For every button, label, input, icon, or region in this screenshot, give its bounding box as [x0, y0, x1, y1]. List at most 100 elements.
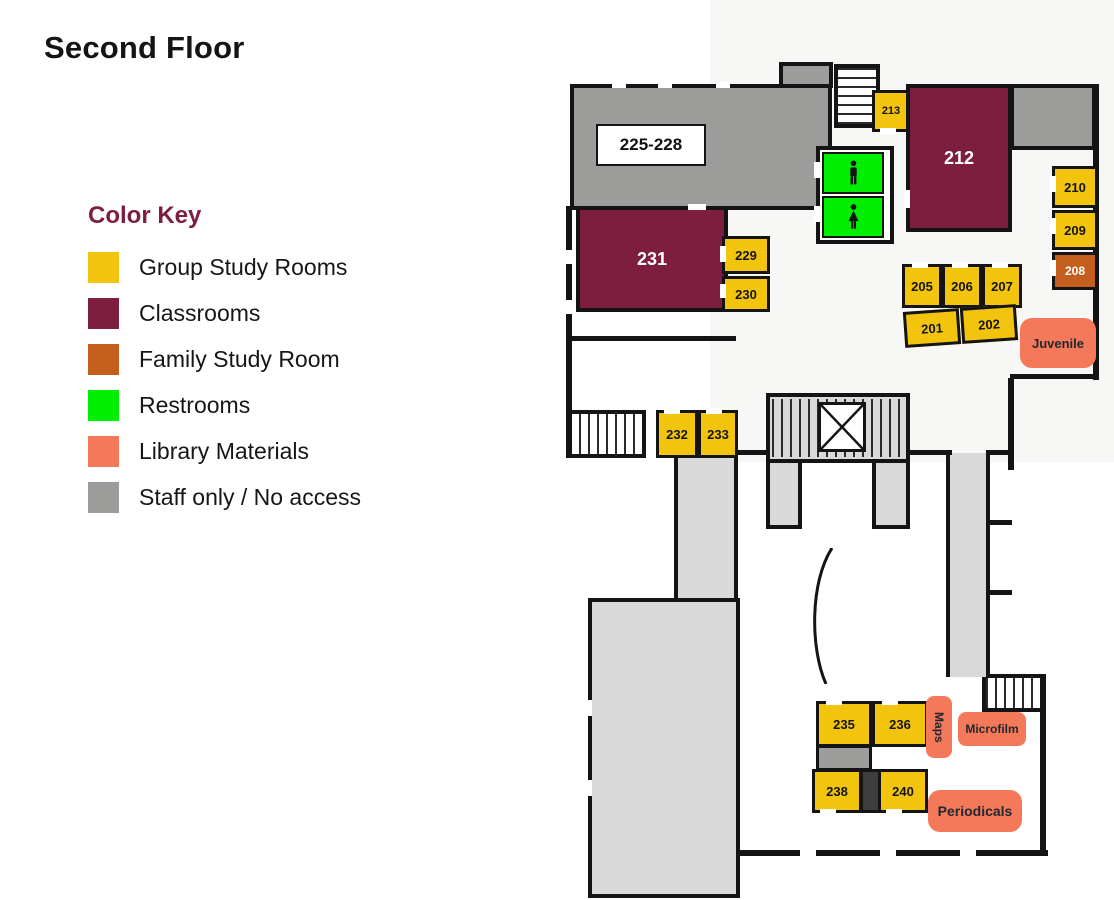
wall: [736, 450, 770, 455]
door: [886, 809, 902, 815]
restroom-women: [822, 196, 884, 238]
wall: [1008, 378, 1014, 470]
room-207: 207: [982, 264, 1022, 308]
room-212: 212: [906, 84, 1012, 232]
door: [882, 699, 898, 705]
door: [992, 262, 1008, 268]
door: [688, 204, 706, 210]
wall: [572, 336, 736, 341]
male-restroom-icon: [849, 160, 857, 185]
door: [706, 408, 722, 414]
door: [826, 699, 842, 705]
room-label-225-228: 225-228: [596, 124, 706, 166]
legend-swatch-library-materials: [88, 436, 119, 467]
room-205: 205: [902, 264, 942, 308]
room-232: 232: [656, 410, 698, 458]
door: [664, 408, 680, 414]
legend-label: Restrooms: [139, 392, 251, 418]
wall: [1010, 374, 1098, 379]
door: [814, 206, 820, 222]
window-gap: [566, 300, 572, 314]
room-236: 236: [872, 701, 928, 747]
stairs-west: [566, 410, 646, 458]
window-gap: [586, 780, 592, 796]
legend: Color Key Group Study Rooms Classrooms F…: [88, 202, 468, 528]
window-gap: [586, 700, 592, 716]
corridor-west: [674, 456, 738, 602]
door: [1050, 260, 1056, 276]
staff-area-north-bump: [779, 62, 833, 88]
room-202: 202: [959, 304, 1019, 344]
legend-item-restrooms: Restrooms: [88, 390, 468, 421]
door: [904, 190, 910, 208]
periodicals-label: Periodicals: [928, 790, 1022, 832]
window-gap: [612, 82, 626, 88]
door: [1050, 176, 1056, 192]
legend-label: Group Study Rooms: [139, 254, 348, 280]
legend-item-classrooms: Classrooms: [88, 298, 468, 329]
legend-label: Family Study Room: [139, 346, 340, 372]
room-229: 229: [722, 236, 770, 274]
door: [1050, 218, 1056, 234]
window-gap: [716, 82, 730, 88]
juvenile-label: Juvenile: [1020, 318, 1096, 368]
wall: [986, 590, 1012, 595]
room-230: 230: [722, 276, 770, 312]
legend-swatch-family-study: [88, 344, 119, 375]
staff-closet: [816, 745, 872, 771]
wall: [906, 450, 952, 455]
room-233: 233: [698, 410, 738, 458]
door: [880, 128, 896, 134]
window-gap: [960, 850, 976, 856]
room-210: 210: [1052, 166, 1098, 208]
wall: [986, 450, 1012, 455]
wall: [566, 206, 572, 458]
room-238: 238: [812, 769, 862, 813]
window-gap: [880, 850, 896, 856]
door: [720, 284, 726, 298]
corridor-east: [946, 453, 990, 677]
stairs-southeast: [982, 674, 1046, 712]
maps-label: Maps: [926, 696, 952, 758]
wall: [1040, 674, 1046, 856]
legend-swatch-restrooms: [88, 390, 119, 421]
wall: [986, 520, 1012, 525]
central-core-right-leg: [872, 459, 910, 529]
central-core-left-leg: [766, 459, 802, 529]
legend-label: Staff only / No access: [139, 484, 362, 510]
door: [952, 262, 968, 268]
door: [912, 262, 928, 268]
legend-swatch-group-study: [88, 252, 119, 283]
window-gap: [658, 82, 672, 88]
legend-title: Color Key: [88, 202, 202, 229]
elevator: [818, 402, 866, 452]
room-206: 206: [942, 264, 982, 308]
legend-swatch-classrooms: [88, 298, 119, 329]
room-235: 235: [816, 701, 872, 747]
room-240: 240: [878, 769, 928, 813]
legend-item-staff-only: Staff only / No access: [88, 482, 468, 513]
restroom-men: [822, 152, 884, 194]
room-209: 209: [1052, 210, 1098, 250]
legend-label: Library Materials: [139, 438, 309, 464]
legend-swatch-staff-only: [88, 482, 119, 513]
door: [720, 246, 726, 262]
legend-item-group-study-rooms: Group Study Rooms: [88, 252, 468, 283]
door: [814, 162, 820, 178]
curved-wall: [813, 548, 834, 684]
legend-item-family-study-room: Family Study Room: [88, 344, 468, 375]
room-231: 231: [576, 206, 728, 312]
door: [820, 809, 836, 815]
legend-item-library-materials: Library Materials: [88, 436, 468, 467]
elevator-x-icon: [820, 404, 864, 450]
window-gap: [566, 250, 572, 264]
staff-area-northeast: [1010, 84, 1096, 150]
microfilm-label: Microfilm: [958, 712, 1026, 746]
room-208: 208: [1052, 252, 1098, 290]
legend-label: Classrooms: [139, 300, 261, 326]
room-213: 213: [872, 90, 910, 132]
female-restroom-icon: [848, 204, 858, 229]
room-201: 201: [902, 308, 962, 348]
open-area-southwest: [588, 598, 740, 898]
